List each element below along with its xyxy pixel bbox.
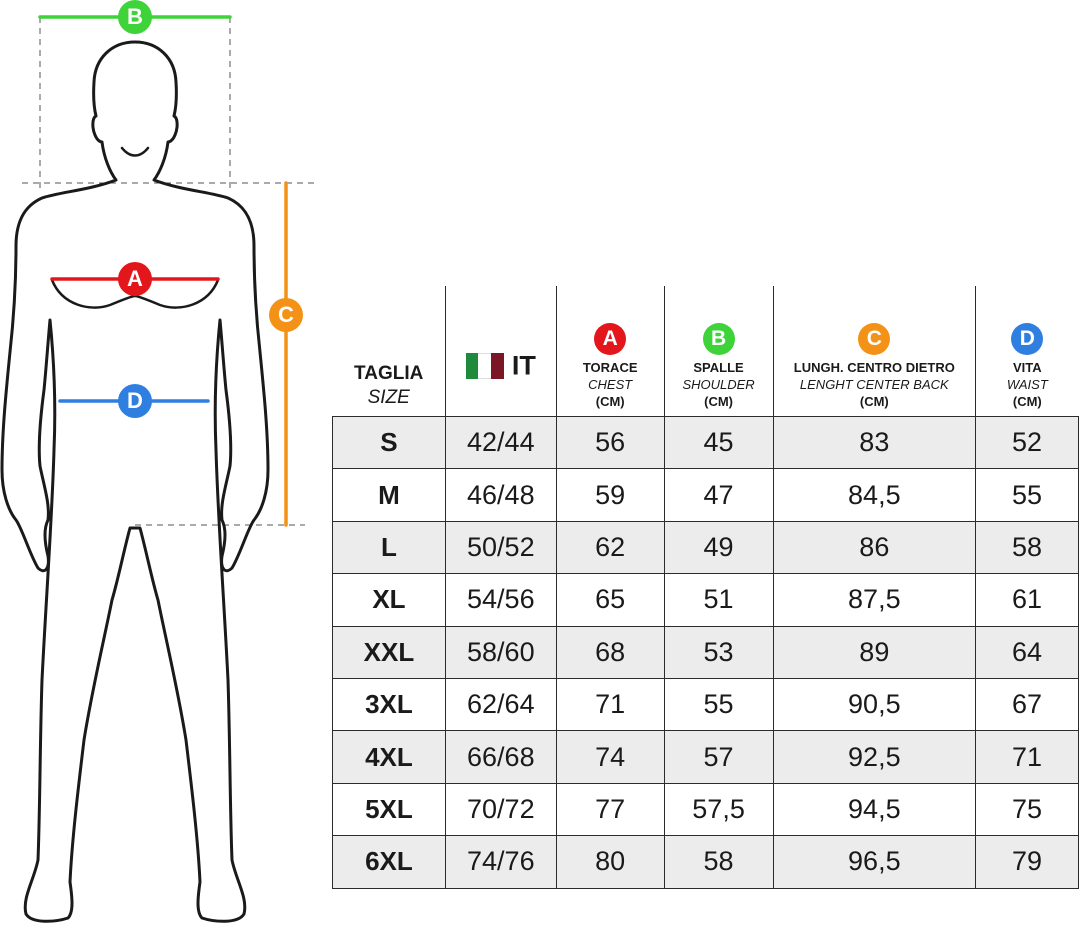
table-row: S 42/44 56 45 83 52 — [332, 415, 1079, 470]
cell-shoulder: 49 — [663, 520, 774, 575]
cell-shoulder: 45 — [663, 415, 774, 470]
cell-size: XXL — [332, 625, 446, 679]
body-measurement-figure — [0, 15, 318, 923]
measurement-guides — [22, 17, 318, 526]
cell-shoulder: 55 — [663, 677, 774, 732]
header-shoulder-unit: (CM) — [704, 394, 733, 409]
cell-size: 5XL — [332, 782, 446, 837]
table-row: XXL 58/60 68 53 89 64 — [332, 625, 1079, 679]
badge-d-header: D — [1011, 323, 1044, 355]
cell-it: 46/48 — [444, 468, 557, 522]
header-waist-en: WAIST — [1006, 377, 1048, 392]
cell-it: 54/56 — [444, 573, 557, 627]
header-size: TAGLIA SIZE — [332, 286, 446, 417]
cell-back: 83 — [772, 415, 977, 470]
header-back-unit: (CM) — [859, 394, 889, 409]
cell-chest: 59 — [555, 468, 665, 522]
cell-it: 62/64 — [444, 677, 557, 732]
cell-size: 3XL — [332, 677, 446, 732]
cell-waist: 61 — [975, 573, 1079, 627]
table-row: 4XL 66/68 74 57 92,5 71 — [332, 730, 1079, 784]
cell-waist: 52 — [975, 415, 1079, 470]
cell-it: 58/60 — [444, 625, 557, 679]
header-back-en: LENGHT CENTER BACK — [799, 377, 949, 392]
cell-waist: 64 — [975, 625, 1079, 679]
cell-size: 4XL — [332, 730, 446, 784]
cell-shoulder: 57,5 — [663, 782, 774, 837]
header-it: IT — [444, 286, 557, 417]
cell-waist: 71 — [975, 730, 1079, 784]
header-size-it: TAGLIA — [354, 363, 424, 384]
badge-b-figure: B — [118, 0, 152, 34]
cell-back: 84,5 — [772, 468, 977, 522]
badge-d-figure: D — [118, 384, 152, 418]
header-back-it: LUNGH. CENTRO DIETRO — [793, 360, 955, 375]
header-chest-unit: (CM) — [595, 394, 625, 409]
badge-c-header: C — [858, 323, 891, 355]
cell-size: XL — [332, 573, 446, 627]
italy-flag-icon — [465, 353, 504, 379]
header-size-en: SIZE — [367, 387, 410, 408]
size-chart-table: TAGLIA SIZE IT A TORACE CHEST (CM) B SPA… — [332, 286, 1079, 889]
header-waist-it: VITA — [1012, 360, 1042, 375]
cell-shoulder: 57 — [663, 730, 774, 784]
cell-chest: 56 — [555, 415, 665, 470]
header-shoulder-it: SPALLE — [693, 360, 744, 375]
header-chest-it: TORACE — [582, 360, 638, 375]
cell-back: 96,5 — [772, 835, 977, 889]
table-row: 6XL 74/76 80 58 96,5 79 — [332, 835, 1079, 889]
header-it-label: IT — [511, 350, 536, 381]
table-row: XL 54/56 65 51 87,5 61 — [332, 573, 1079, 627]
measurement-lines — [38, 15, 288, 527]
badge-a-header: A — [594, 323, 627, 355]
header-waist-unit: (CM) — [1012, 394, 1042, 409]
human-silhouette — [0, 40, 270, 923]
cell-shoulder: 53 — [663, 625, 774, 679]
cell-chest: 80 — [555, 835, 665, 889]
cell-back: 94,5 — [772, 782, 977, 837]
cell-waist: 55 — [975, 468, 1079, 522]
cell-size: S — [332, 415, 446, 470]
cell-waist: 67 — [975, 677, 1079, 732]
cell-back: 87,5 — [772, 573, 977, 627]
header-chest-en: CHEST — [588, 377, 633, 392]
cell-waist: 79 — [975, 835, 1079, 889]
cell-back: 86 — [772, 520, 977, 575]
table-row: M 46/48 59 47 84,5 55 — [332, 468, 1079, 522]
badge-b-header: B — [702, 323, 735, 355]
cell-shoulder: 58 — [663, 835, 774, 889]
badge-c-figure: C — [269, 298, 303, 332]
badge-a-figure: A — [118, 262, 152, 296]
cell-shoulder: 47 — [663, 468, 774, 522]
table-header-row: TAGLIA SIZE IT A TORACE CHEST (CM) B SPA… — [332, 286, 1079, 417]
cell-it: 42/44 — [444, 415, 557, 470]
cell-it: 74/76 — [444, 835, 557, 889]
cell-size: 6XL — [332, 835, 446, 889]
cell-chest: 62 — [555, 520, 665, 575]
cell-it: 50/52 — [444, 520, 557, 575]
cell-size: L — [332, 520, 446, 575]
cell-chest: 74 — [555, 730, 665, 784]
header-shoulder-en: SHOULDER — [682, 377, 755, 392]
cell-it: 70/72 — [444, 782, 557, 837]
cell-back: 92,5 — [772, 730, 977, 784]
header-shoulder: B SPALLE SHOULDER (CM) — [663, 286, 774, 417]
cell-size: M — [332, 468, 446, 522]
table-row: L 50/52 62 49 86 58 — [332, 520, 1079, 575]
header-waist: D VITA WAIST (CM) — [975, 286, 1079, 417]
cell-waist: 75 — [975, 782, 1079, 837]
cell-shoulder: 51 — [663, 573, 774, 627]
cell-it: 66/68 — [444, 730, 557, 784]
cell-chest: 71 — [555, 677, 665, 732]
header-chest: A TORACE CHEST (CM) — [555, 286, 665, 417]
table-row: 3XL 62/64 71 55 90,5 67 — [332, 677, 1079, 732]
table-row: 5XL 70/72 77 57,5 94,5 75 — [332, 782, 1079, 837]
cell-chest: 68 — [555, 625, 665, 679]
cell-chest: 65 — [555, 573, 665, 627]
cell-chest: 77 — [555, 782, 665, 837]
cell-back: 89 — [772, 625, 977, 679]
cell-back: 90,5 — [772, 677, 977, 732]
header-back-length: C LUNGH. CENTRO DIETRO LENGHT CENTER BAC… — [772, 286, 977, 417]
cell-waist: 58 — [975, 520, 1079, 575]
